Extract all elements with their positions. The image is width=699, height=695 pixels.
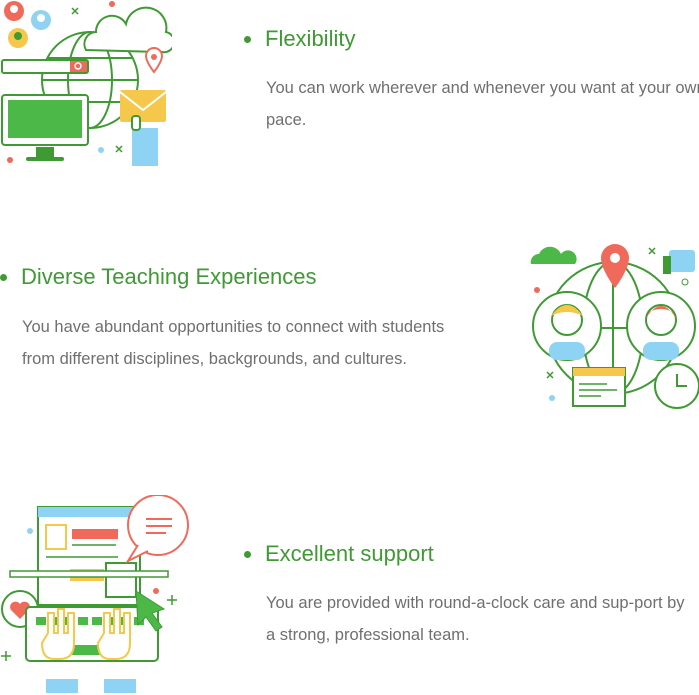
feature-title-text: Flexibility (265, 26, 356, 51)
feature-title: Diverse Teaching Experiences (0, 264, 317, 290)
hand-icon (132, 128, 158, 166)
feature-title: Flexibility (244, 26, 355, 52)
support-laptop-illustration (1, 495, 189, 693)
bullet-icon (0, 273, 7, 281)
feature-description: You have abundant opportunities to conne… (22, 318, 445, 368)
bullet-icon (244, 550, 251, 558)
cloud-icon (83, 6, 172, 54)
thumbs-up-icon (669, 250, 695, 272)
remote-work-illustration (1, 1, 172, 166)
bullet-icon (244, 35, 251, 43)
envelope-icon (120, 90, 166, 122)
cloud-icon (530, 246, 577, 264)
search-bar-icon (1, 59, 89, 74)
feature-description: You are provided with round-a-clock care… (266, 594, 685, 644)
location-pin-icon (601, 244, 629, 288)
feature-title-text: Excellent support (265, 541, 434, 566)
hand-icon (96, 608, 131, 660)
hand-icon (40, 608, 75, 660)
feature-title: Excellent support (244, 541, 434, 567)
global-connection-illustration (530, 244, 699, 409)
feature-title-text: Diverse Teaching Experiences (21, 264, 317, 289)
pencil-icon (9, 570, 169, 578)
feature-description: You can work wherever and whenever you w… (266, 79, 699, 129)
cursor-icon (135, 590, 166, 632)
